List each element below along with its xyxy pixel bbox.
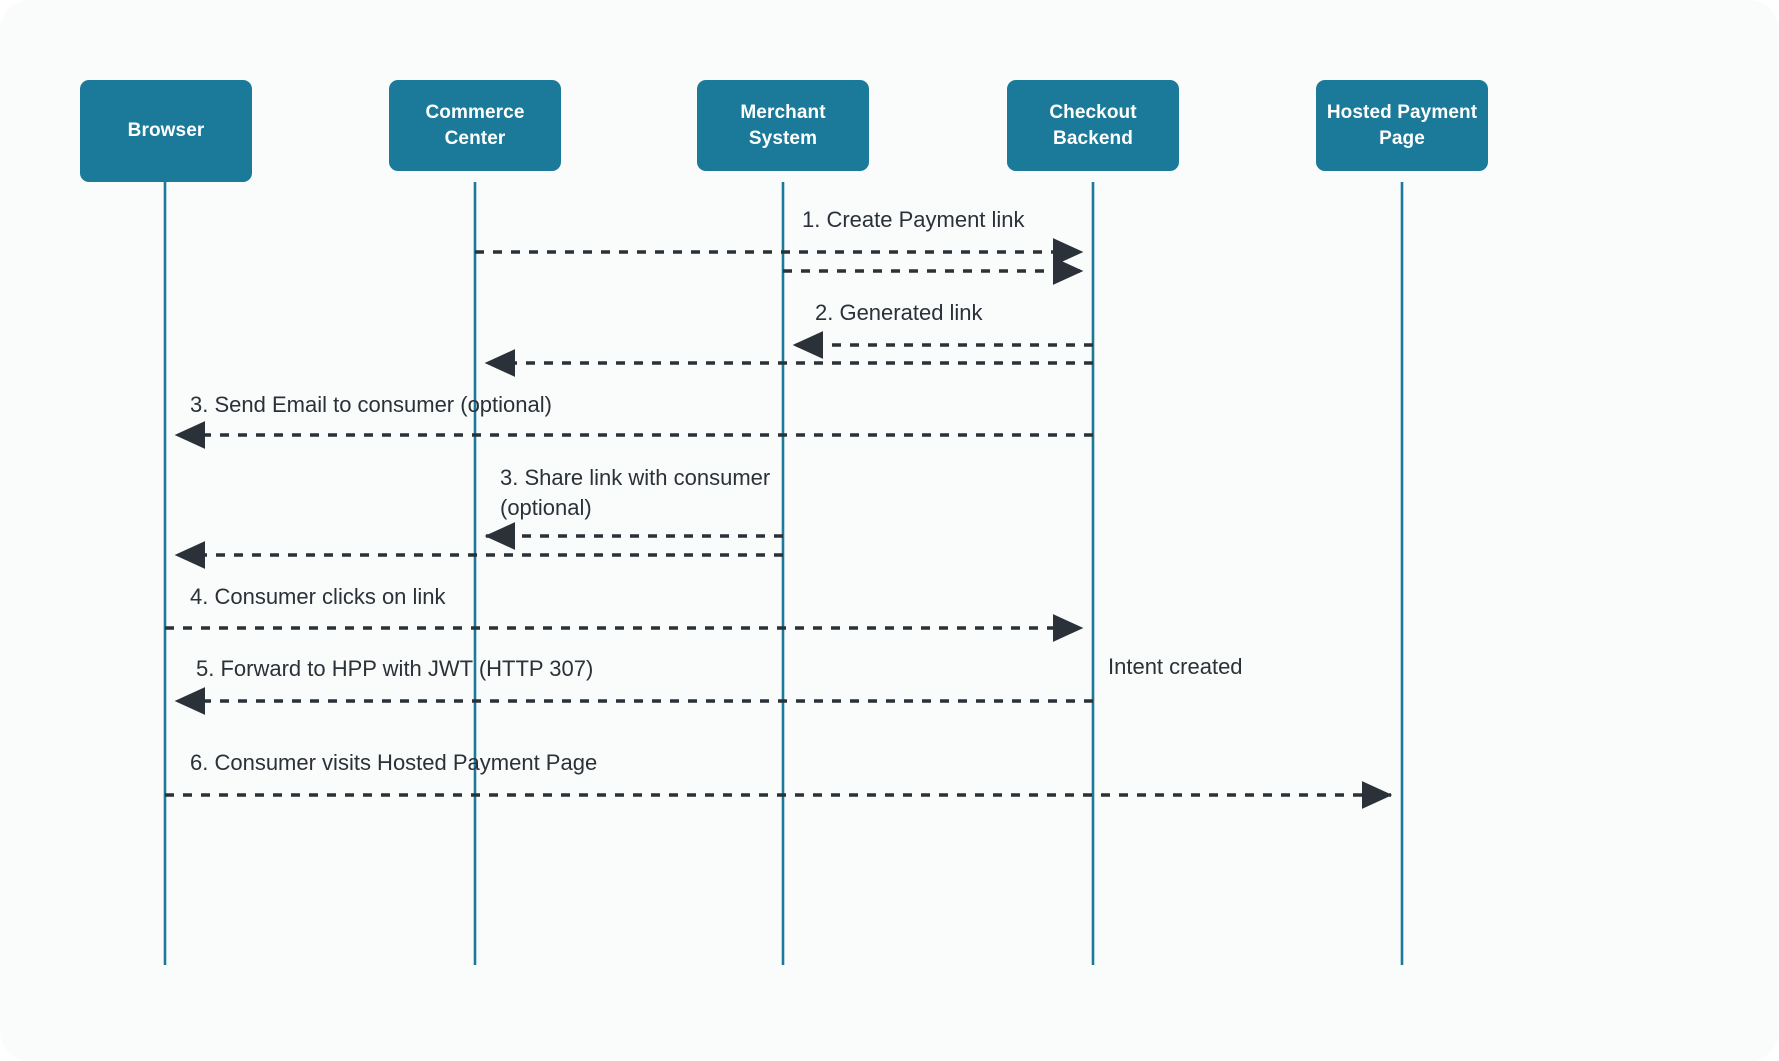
participant-box-checkout[interactable]: Checkout Backend [1007,80,1179,171]
message-label-m1: 1. Create Payment link [802,207,1025,232]
participant-box-hpp[interactable]: Hosted Payment Page [1316,80,1488,171]
message-label-m6: 5. Forward to HPP with JWT (HTTP 307) [196,656,594,681]
lifelines-group [163,182,1404,965]
participant-box-merchant[interactable]: Merchant System [697,80,869,171]
message-label-m7: 6. Consumer visits Hosted Payment Page [190,750,598,775]
note-n1: Intent created [1108,654,1243,679]
participant-box-browser[interactable]: Browser [80,80,252,182]
participant-label-hpp: Hosted Payment Page [1326,101,1478,149]
message-arrows-group [165,238,1393,809]
participant-label-merchant: Merchant System [740,101,826,149]
message-label-m5: 4. Consumer clicks on link [190,584,446,609]
participant-label-browser: Browser [127,120,205,141]
participant-label-checkout: Checkout Backend [1049,101,1137,149]
participant-label-commerce: Commerce Center [425,101,525,149]
message-label-m4: 3. Share link with consumer (optional) [500,465,771,520]
message-label-m3: 3. Send Email to consumer (optional) [190,392,552,417]
participant-box-commerce[interactable]: Commerce Center [389,80,561,171]
message-label-m2: 2. Generated link [815,300,983,325]
